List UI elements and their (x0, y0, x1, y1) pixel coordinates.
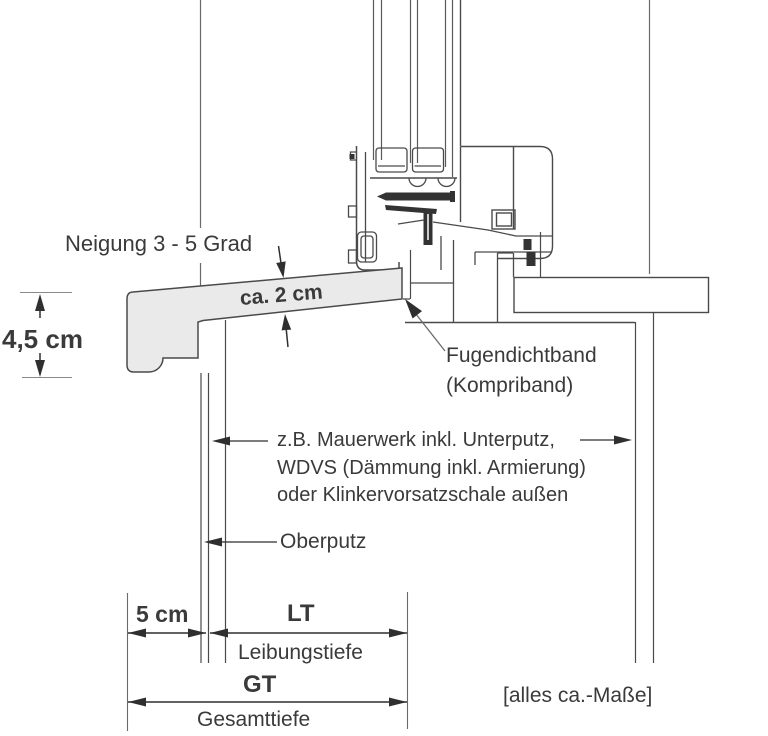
fixed-frame (459, 0, 554, 277)
label-overhang: 5 cm (136, 601, 189, 627)
window-sill (126, 267, 403, 373)
dim-overhang (128, 628, 206, 638)
label-wall-note-line1: z.B. Mauerwerk inkl. Unterputz, (277, 429, 555, 451)
label-total-name: Gesamttiefe (197, 708, 311, 731)
label-total-abbr: GT (243, 671, 277, 698)
dim-front-height (20, 292, 72, 378)
label-reveal-abbr: LT (287, 600, 315, 627)
interior-sill (513, 276, 710, 314)
label-wall-note-line3: oder Klinkervorsatzschale außen (277, 484, 569, 506)
reveal-lines (199, 0, 651, 289)
label-seal-line1: Fugendichtband (446, 344, 597, 367)
frame-seal-lower (526, 252, 536, 266)
sill-profile (126, 267, 403, 373)
label-slope: Neigung 3 - 5 Grad (62, 231, 256, 258)
dim-total-depth (128, 697, 407, 707)
label-approx-note: [alles ca.-Maße] (503, 684, 653, 707)
exterior-wall-lines (200, 320, 227, 663)
frame-seal-upper (523, 239, 532, 250)
wall-note-arrows (212, 435, 632, 446)
interior-wall-lines (634, 312, 655, 663)
kompriband-strip (403, 250, 412, 300)
label-front-height: 4,5 cm (2, 324, 83, 354)
label-seal-line2: (Kompriband) (446, 374, 574, 397)
mounting-screw (377, 191, 455, 202)
subframe (405, 240, 635, 324)
label-top-plaster: Oberputz (280, 530, 367, 553)
dim-reveal-depth (210, 628, 407, 638)
label-seal: Fugendichtband (Kompriband) (446, 341, 597, 401)
oberputz-leader (204, 537, 277, 547)
label-reveal-name: Leibungstiefe (238, 641, 363, 664)
sash-frame (347, 146, 552, 271)
label-wall-note: z.B. Mauerwerk inkl. Unterputz, WDVS (Dä… (277, 427, 586, 510)
slope-arrow (276, 245, 286, 278)
label-wall-note-line2: WDVS (Dämmung inkl. Armierung) (277, 456, 586, 479)
dim-extension-lines (126, 592, 409, 731)
seal-leader (405, 299, 446, 352)
glass-panes (372, 0, 454, 177)
thickness-arrow (281, 314, 292, 348)
